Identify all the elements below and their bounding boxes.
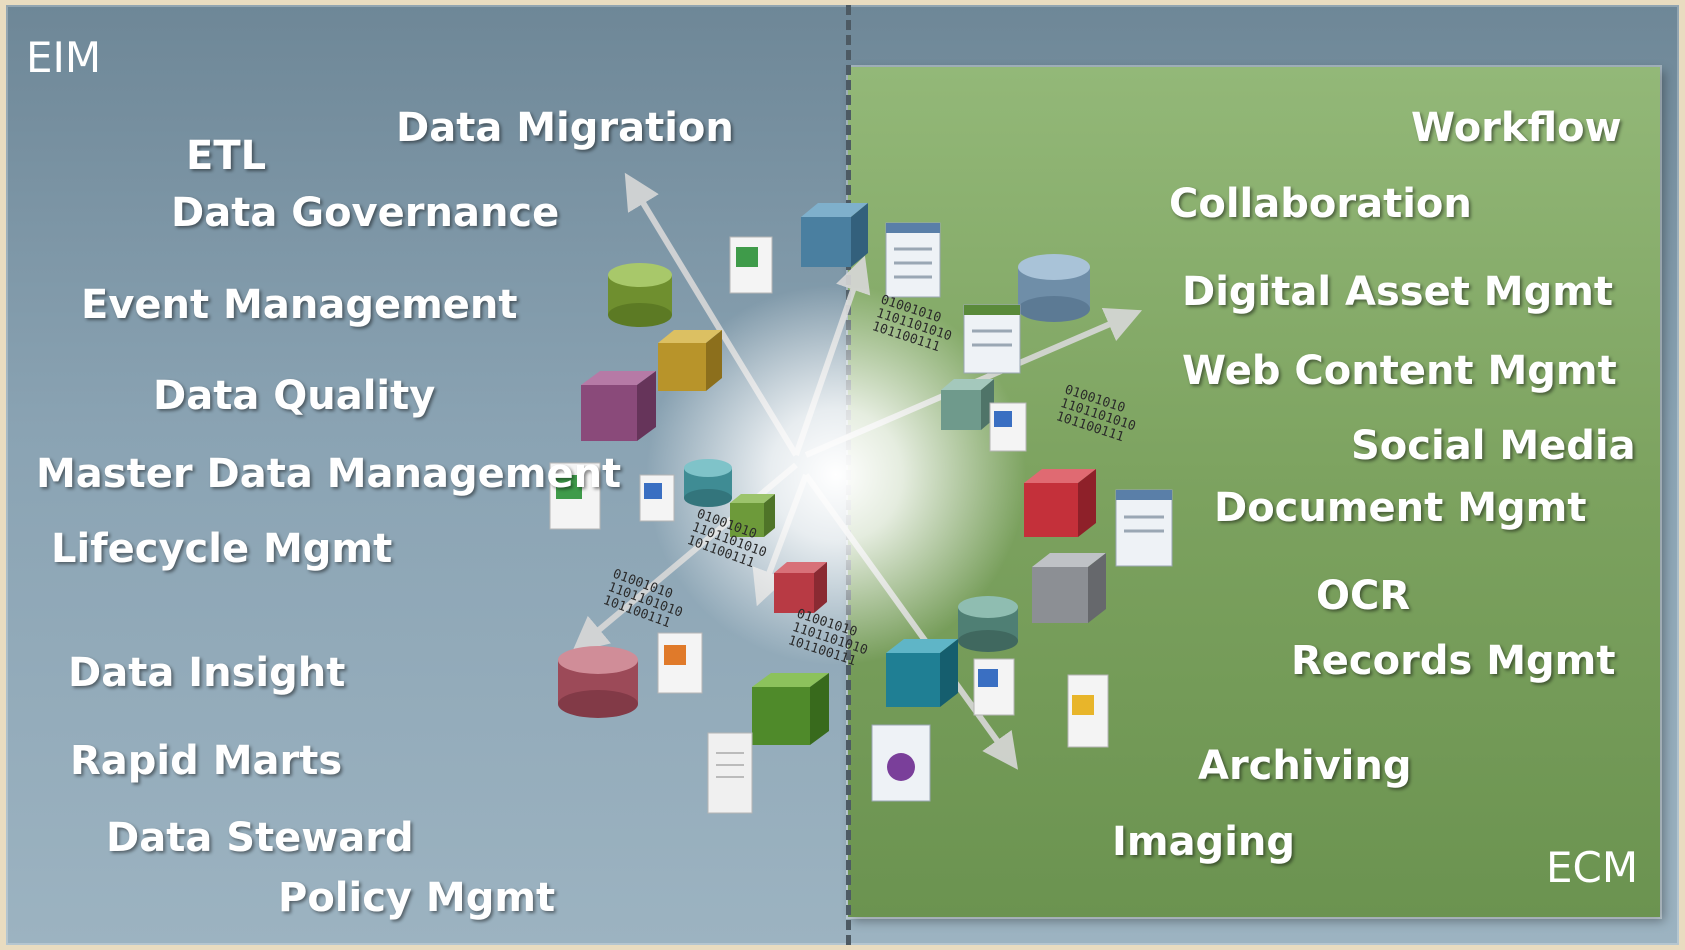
eim-item-data-governance: Data Governance: [171, 190, 560, 236]
database-cylinders: [558, 254, 1090, 718]
cubes: [581, 203, 1106, 745]
binary-text: 010010101101101010101100111: [870, 293, 958, 358]
eim-item-data-quality: Data Quality: [153, 373, 436, 419]
eim-item-data-migration: Data Migration: [396, 105, 734, 151]
cube-icon: [752, 673, 829, 745]
ecm-item-workflow: Workflow: [1411, 105, 1622, 151]
eim-item-policy-mgmt: Policy Mgmt: [278, 875, 556, 921]
eim-item-master-data-management: Master Data Management: [36, 451, 622, 497]
window-icon: [963, 304, 1021, 374]
document-icon: [973, 658, 1015, 716]
document-icon: [729, 236, 773, 294]
ecm-item-records-mgmt: Records Mgmt: [1291, 638, 1616, 684]
database-icon: [608, 263, 672, 327]
ecm-item-ocr: OCR: [1316, 573, 1411, 619]
document-icon: [549, 462, 601, 530]
cube-icon: [801, 203, 868, 267]
database-icon: [684, 459, 732, 507]
ecm-item-digital-asset-mgmt: Digital Asset Mgmt: [1182, 269, 1613, 315]
document-icon: [639, 474, 675, 522]
window-icon: [885, 222, 941, 298]
documents: [549, 222, 1173, 814]
cube-icon: [1032, 553, 1106, 623]
data-burst-illustration: 010010101101101010101100111 010010101101…: [549, 172, 1173, 814]
database-icon: [1018, 254, 1090, 322]
burst-glow: [646, 285, 1026, 665]
ecm-item-collaboration: Collaboration: [1169, 181, 1472, 227]
database-icon: [958, 596, 1018, 652]
document-icon: [657, 632, 703, 694]
eim-item-lifecycle-mgmt: Lifecycle Mgmt: [51, 526, 393, 572]
ecm-item-archiving: Archiving: [1198, 743, 1412, 789]
eim-item-etl: ETL: [186, 133, 267, 179]
cube-icon: [730, 494, 775, 537]
ecm-item-document-mgmt: Document Mgmt: [1214, 485, 1587, 531]
eim-label: EIM: [26, 33, 102, 82]
cube-icon: [1024, 469, 1096, 537]
ecm-label: ECM: [1546, 843, 1639, 892]
binary-text: 010010101101101010101100111: [1054, 383, 1142, 448]
cube-icon: [774, 562, 827, 613]
document-icon: [989, 402, 1027, 452]
ecm-item-imaging: Imaging: [1112, 819, 1296, 865]
ecm-item-web-content-mgmt: Web Content Mgmt: [1182, 348, 1617, 394]
window-icon: [1115, 489, 1173, 567]
eim-item-rapid-marts: Rapid Marts: [70, 738, 343, 784]
window-icon: [871, 724, 931, 802]
eim-item-data-steward: Data Steward: [106, 815, 414, 861]
ecm-item-social-media: Social Media: [1351, 423, 1636, 469]
diagram-canvas: 010010101101101010101100111 010010101101…: [6, 5, 1679, 945]
document-icon: [707, 732, 753, 814]
binary-snippets: 010010101101101010101100111 010010101101…: [601, 293, 1142, 672]
database-icon: [558, 646, 638, 718]
cube-icon: [658, 330, 722, 391]
eim-item-event-management: Event Management: [81, 282, 518, 328]
binary-text: 010010101101101010101100111: [786, 607, 874, 672]
cube-icon: [886, 639, 958, 707]
cube-icon: [581, 371, 656, 441]
document-icon: [1067, 674, 1109, 748]
cube-icon: [941, 379, 994, 430]
eim-item-data-insight: Data Insight: [68, 650, 346, 696]
